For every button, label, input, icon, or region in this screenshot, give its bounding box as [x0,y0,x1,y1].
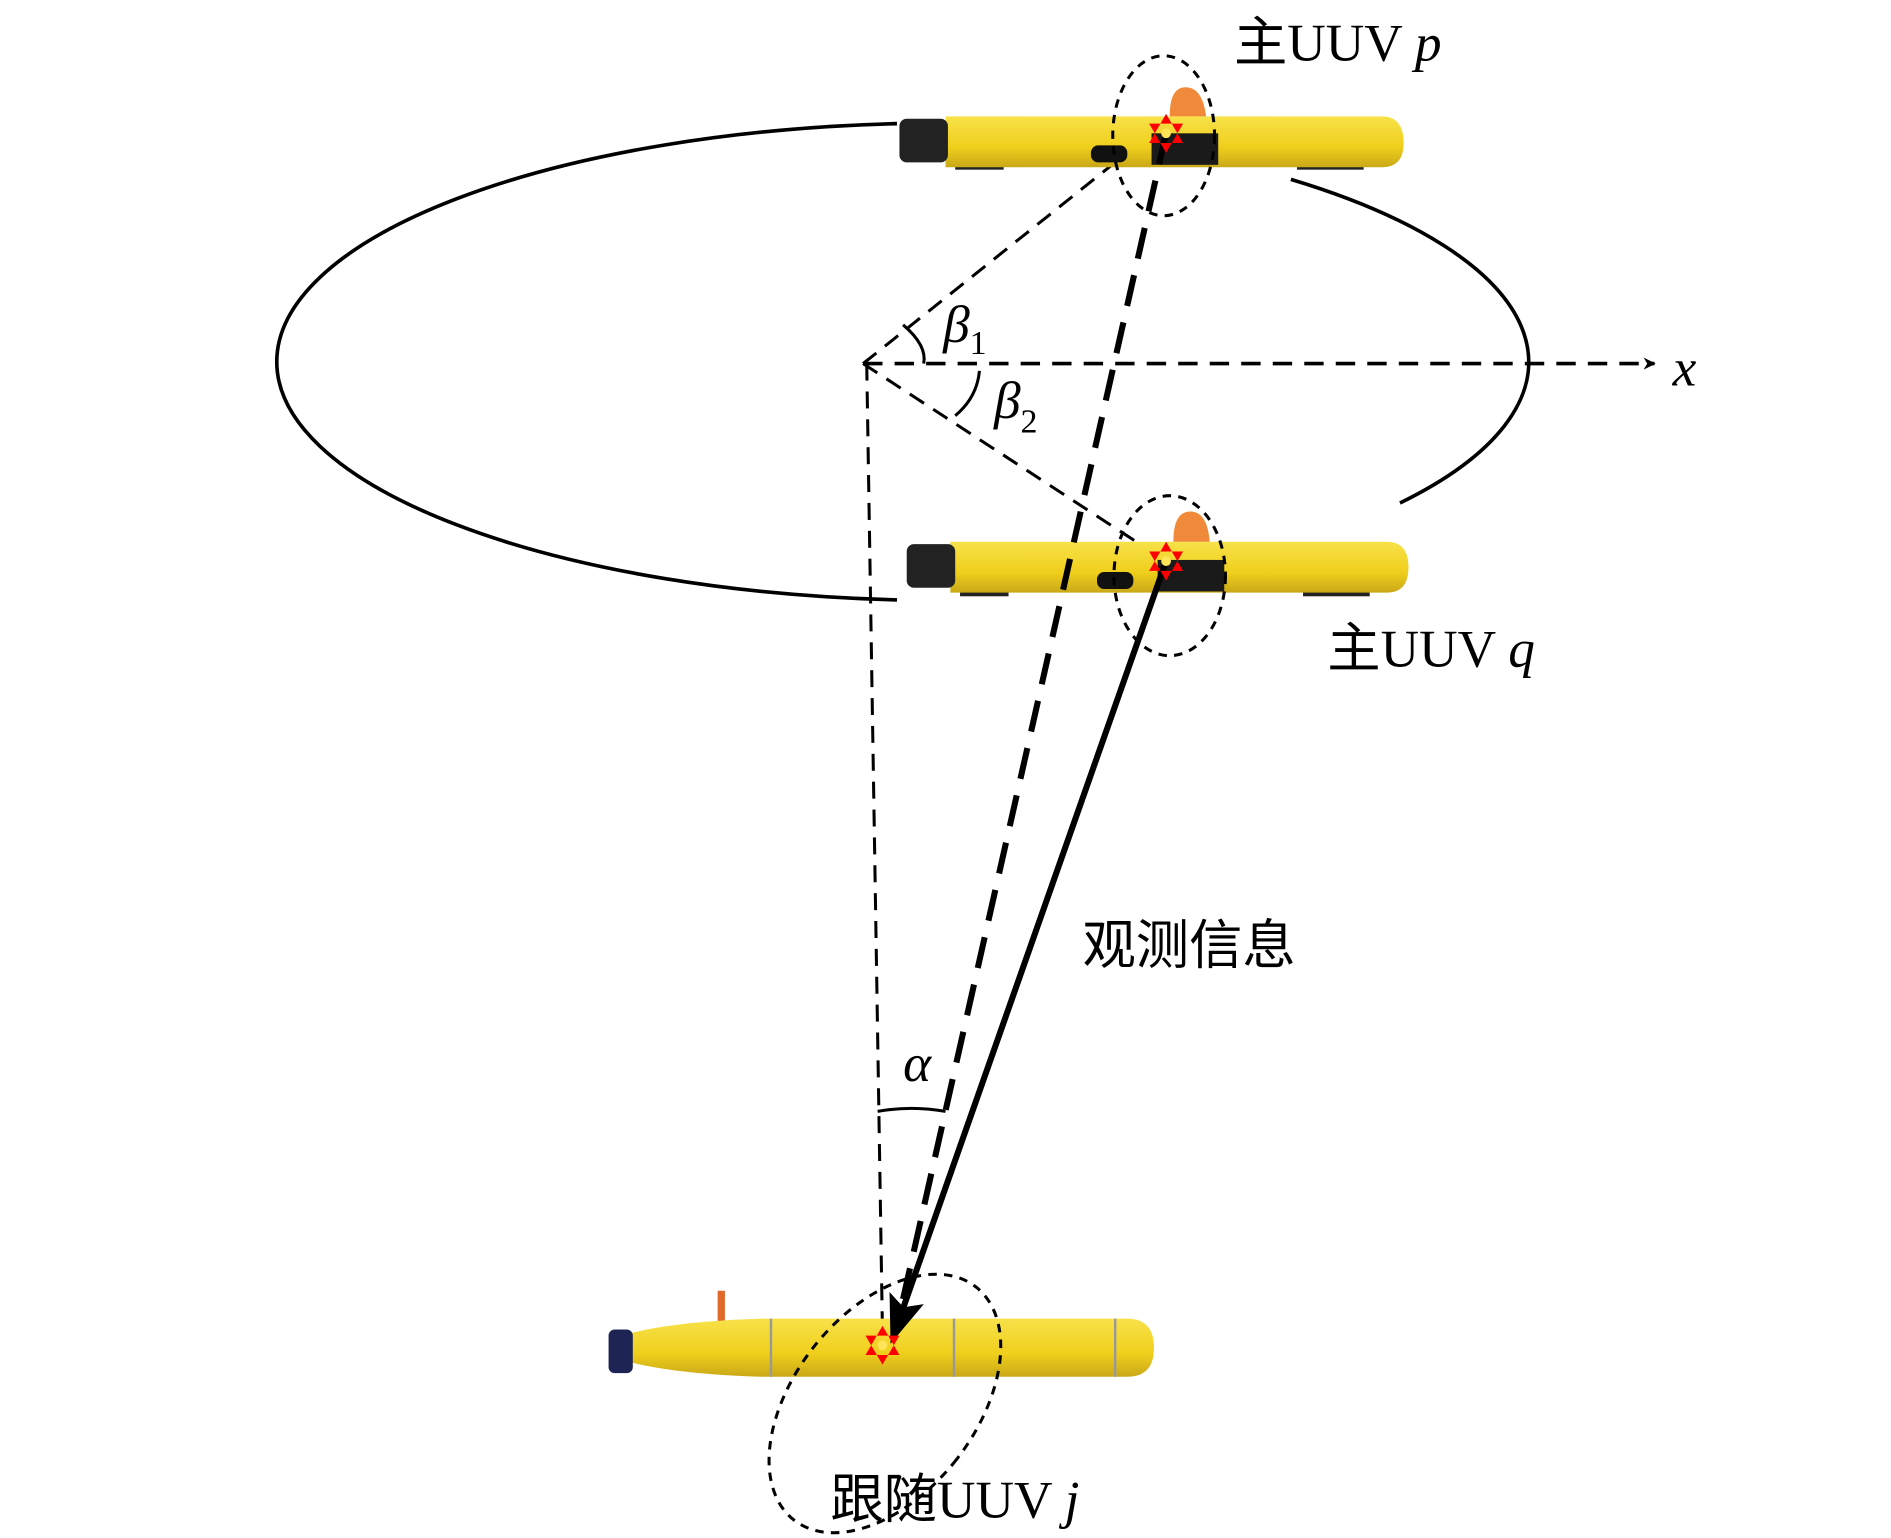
uncertainty-ellipse-j [767,1272,1003,1535]
beta2-label: β2 [993,370,1038,441]
star-marker-q [1149,541,1184,581]
leader-uuv-p [899,87,1404,170]
line-origin-vertical [865,363,884,1334]
beta1-arc [902,323,926,364]
star-marker-p [1149,113,1184,153]
angle-arcs [877,323,981,1113]
beta1-label: β1 [942,294,987,362]
propeller-icon [608,1329,633,1374]
orbit-arc-left [274,121,898,602]
propeller-icon [899,118,948,163]
observation-label: 观测信息 [1082,916,1295,976]
x-axis-label: x [1672,337,1697,397]
line-origin-to-p [862,146,1135,365]
observation-arrow [889,560,1169,1344]
uncertainty-ellipse-q [1112,494,1227,658]
beta2-arc [954,370,981,417]
line-p-to-j [896,132,1170,1316]
alpha-label: α [903,1033,932,1093]
star-marker-j [865,1325,900,1365]
orbit-ellipse [274,121,1531,602]
follower-uuv-j [608,1290,1154,1377]
uncertainty-ellipse-p [1111,54,1217,218]
propeller-icon [906,544,956,588]
orbit-arc-right [1290,177,1531,505]
alpha-arc [877,1106,946,1113]
line-origin-to-q [862,362,1167,563]
